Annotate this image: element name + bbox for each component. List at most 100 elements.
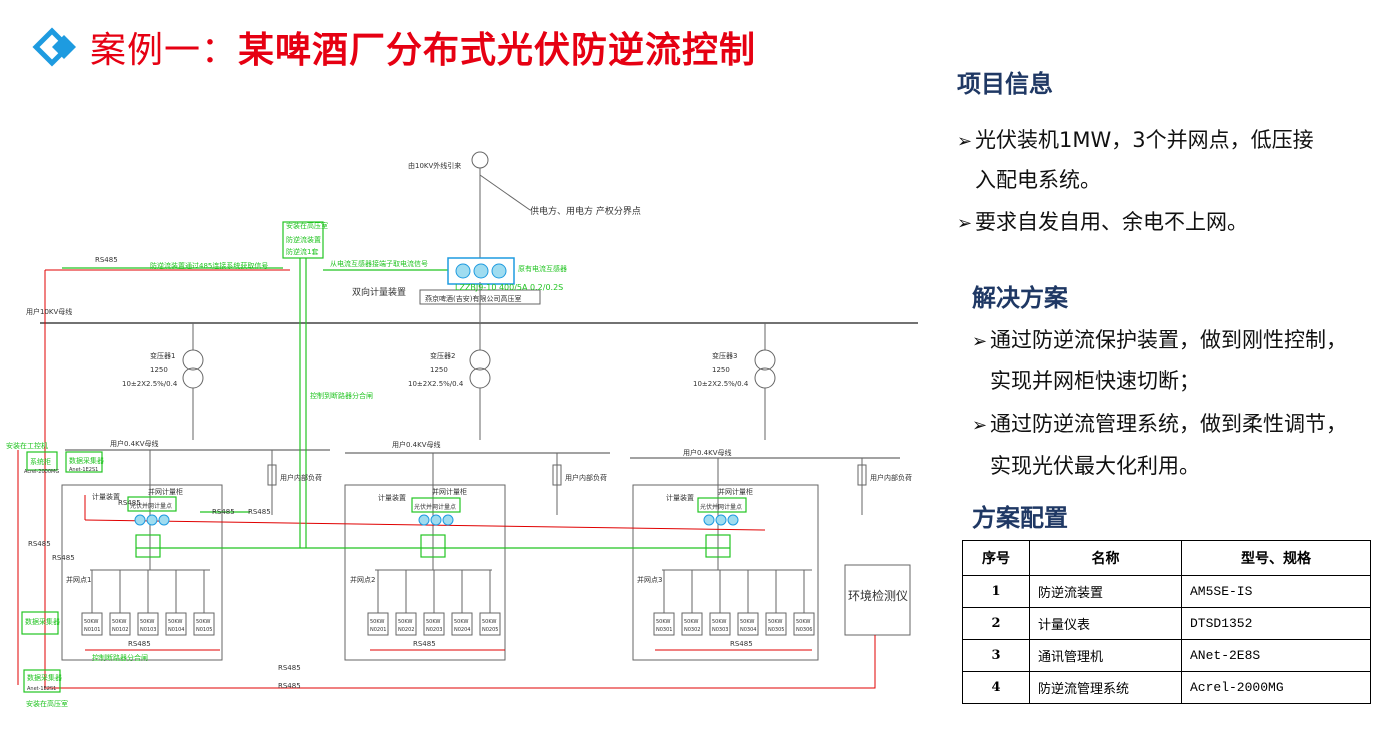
inverter-box — [653, 612, 675, 636]
config-table: 序号 名称 型号、规格 1 防逆流装置 AM5SE-IS 2 计量仪表 DTSD… — [962, 540, 1371, 704]
project-bullet-1: ➢光伏装机1MW，3个并网点，低压接 — [957, 128, 1314, 152]
table-row: 4 防逆流管理系统 Acrel-2000MG — [962, 671, 1371, 704]
transformer-3-name: 变压器3 — [712, 351, 737, 360]
user-load-1: 用户内部负荷 — [280, 473, 322, 482]
collector-3-model: Anet-1E2S1 — [27, 686, 56, 692]
transformer-1-ratio: 10±2X2.5%/0.4 — [122, 380, 178, 388]
inverter-box — [737, 612, 759, 636]
row-name: 防逆流管理系统 — [1029, 671, 1182, 704]
solution-heading: 解决方案 — [972, 284, 1068, 312]
row-model: DTSD1352 — [1181, 607, 1371, 640]
meter-dev-1: 计量装置 — [92, 492, 120, 501]
inverter-box — [681, 612, 703, 636]
env-monitor-label: 环境检测仪 — [848, 588, 908, 603]
row-index: 3 — [962, 639, 1030, 672]
solution-bullet-1: ➢通过防逆流保护装置，做到刚性控制， — [972, 328, 1347, 352]
solution-bullet-2b: 实现光伏最大化利用。 — [990, 454, 1200, 478]
inverter-kw: 50KW — [684, 619, 698, 625]
inverter-code: N0301 — [656, 627, 672, 633]
inverter-box — [193, 612, 215, 636]
row-index: 2 — [962, 607, 1030, 640]
row-model: ANet-2E8S — [1181, 639, 1371, 672]
inverter-group-3: 50KW N0301 50KW N0302 50KW N0303 50KW N0304 50KW… — [653, 570, 815, 636]
rs485-left2: RS485 — [52, 554, 75, 562]
inverter-kw: 50KW — [712, 619, 726, 625]
switch-label: 安装在工控机 — [6, 441, 48, 450]
inverter-code: N0306 — [796, 627, 812, 633]
transformer-1-kva: 1250 — [150, 366, 168, 374]
row-model: Acrel-2000MG — [1181, 671, 1371, 704]
inverter-kw: 50KW — [656, 619, 670, 625]
collector-2: 数据采集器 — [25, 617, 60, 626]
rs485-cab1: RS485 — [118, 499, 141, 507]
inverter-kw: 50KW — [398, 619, 412, 625]
inverter-code: N0101 — [84, 627, 100, 633]
inverter-kw: 50KW — [84, 619, 98, 625]
table-row: 3 通讯管理机 ANet-2E8S — [962, 639, 1371, 672]
anti-backflow-label: 防逆流装置 — [286, 235, 321, 244]
transformer-3-kva: 1250 — [712, 366, 730, 374]
inverter-box — [793, 612, 815, 636]
pv-meter-2: 光伏并网计量点 — [414, 503, 456, 511]
rs485-bottom2: RS485 — [278, 682, 301, 690]
solution-bullet-1-text: 通过防逆流保护装置，做到刚性控制， — [990, 328, 1347, 352]
inverter-box — [709, 612, 731, 636]
inverter-code: N0304 — [740, 627, 756, 633]
meter-dev-3: 计量装置 — [666, 493, 694, 502]
sys-box-label: 系统柜 — [30, 457, 51, 466]
bus-04kv-3: 用户0.4KV母线 — [683, 448, 732, 457]
title-main: 某啤酒厂分布式光伏防逆流控制 — [238, 30, 757, 71]
grid-cabinet-1: 并网计量柜 — [148, 487, 183, 496]
inverter-box — [109, 612, 131, 636]
inverter-kw: 50KW — [140, 619, 154, 625]
inverter-code: N0203 — [426, 627, 442, 633]
row-name: 通讯管理机 — [1029, 639, 1182, 672]
config-col-model: 型号、规格 — [1181, 540, 1371, 576]
project-heading: 项目信息 — [957, 70, 1053, 98]
point-1: 并网点1 — [66, 575, 91, 584]
grid-cabinet-2: 并网计量柜 — [432, 487, 467, 496]
inverter-group-2: 50KWN020150KWN020250KWN020350KWN020450KW… — [367, 570, 501, 636]
inverter-kw: 50KW — [768, 619, 782, 625]
grid-cabinet-3: 并网计量柜 — [718, 487, 753, 496]
config-header-row: 序号 名称 型号、规格 — [962, 540, 1371, 576]
bus-10kv-label: 用户10KV母线 — [26, 307, 72, 316]
row-index: 4 — [962, 671, 1030, 704]
rs485-left: RS485 — [28, 540, 51, 548]
meter-dev-2: 计量装置 — [378, 493, 406, 502]
inverter-code: N0302 — [684, 627, 700, 633]
inverter-group-1: 50KWN010150KWN010250KWN010350KWN010450KW… — [81, 570, 215, 636]
project-bullet-1-text: 光伏装机1MW，3个并网点，低压接 — [975, 128, 1314, 152]
anti-signal-label: 防逆流装置通过485连接系统获取信号 — [150, 261, 268, 270]
row-name: 防逆流装置 — [1029, 575, 1182, 608]
transformer-1-name: 变压器1 — [150, 351, 175, 360]
inverter-kw: 50KW — [454, 619, 468, 625]
inverter-box — [423, 612, 445, 636]
config-col-index: 序号 — [962, 540, 1030, 576]
collector-3: 数据采集器 — [27, 673, 62, 682]
row-index: 1 — [962, 575, 1030, 608]
row-name: 计量仪表 — [1029, 607, 1182, 640]
inverter-box — [765, 612, 787, 636]
inverter-box — [395, 612, 417, 636]
solution-bullet-1b: 实现并网柜快速切断； — [990, 369, 1200, 393]
transformer-3-ratio: 10±2X2.5%/0.4 — [693, 380, 749, 388]
slide-title: 案例一：某啤酒厂分布式光伏防逆流控制 — [30, 22, 756, 72]
rs485-inv3: RS485 — [730, 640, 753, 648]
diamond-icon — [32, 27, 76, 67]
inverter-kw: 50KW — [370, 619, 384, 625]
inverter-kw: 50KW — [796, 619, 810, 625]
table-row: 1 防逆流装置 AM5SE-IS — [962, 575, 1371, 608]
inverter-kw: 50KW — [482, 619, 496, 625]
inverter-code: N0303 — [712, 627, 728, 633]
inverter-box — [137, 612, 159, 636]
inverter-box — [165, 612, 187, 636]
inverter-kw: 50KW — [426, 619, 440, 625]
inverter-box — [479, 612, 501, 636]
solution-bullet-2-text: 通过防逆流管理系统，做到柔性调节， — [990, 412, 1347, 436]
inverter-kw: 50KW — [740, 619, 754, 625]
inverter-code: N0104 — [168, 627, 184, 633]
inverter-kw: 50KW — [112, 619, 126, 625]
collector-1: 数据采集器 — [69, 456, 104, 465]
inverter-kw: 50KW — [196, 619, 210, 625]
